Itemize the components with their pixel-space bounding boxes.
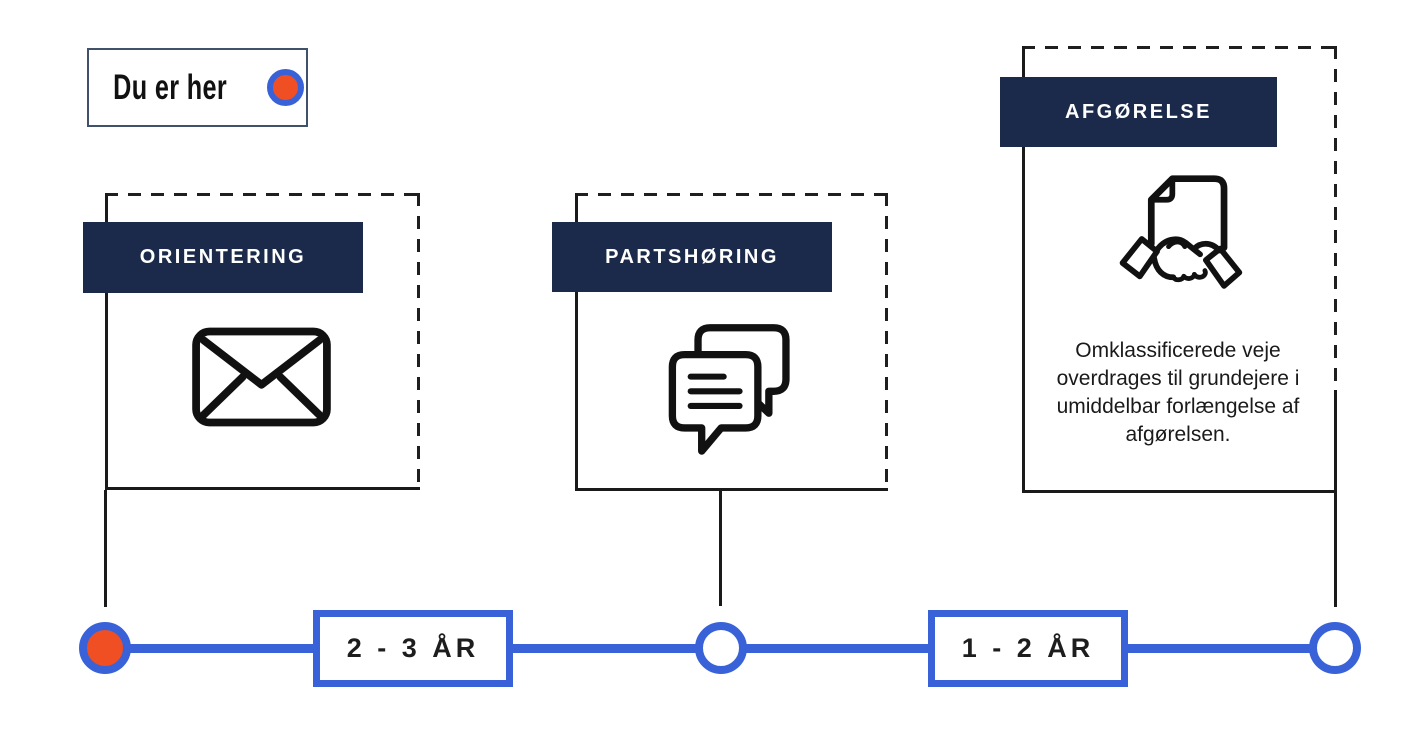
stage3-header: AFGØRELSE bbox=[1000, 77, 1277, 147]
stage3-title: AFGØRELSE bbox=[1065, 100, 1212, 123]
stage2-border-right bbox=[885, 193, 888, 488]
duration-1-text: 2 - 3 ÅR bbox=[346, 633, 480, 663]
stage1-border-bottom bbox=[105, 487, 420, 490]
stage1-title: ORIENTERING bbox=[139, 246, 307, 268]
stage3-description: Omklassificerede veje overdrages til gru… bbox=[1056, 339, 1300, 447]
stage3-border-right bbox=[1334, 46, 1337, 390]
you-are-here-dot bbox=[267, 69, 305, 106]
stage2-header: PARTSHØRING bbox=[552, 222, 832, 292]
duration-label-1: 2 - 3 ÅR bbox=[313, 610, 513, 687]
timeline-node-afgoerelse bbox=[1309, 622, 1361, 674]
timeline-node-partshoering bbox=[695, 622, 747, 674]
stage2-border-bottom bbox=[575, 488, 888, 491]
legend-label: Du er her bbox=[113, 67, 227, 107]
stage2-connector-line bbox=[719, 491, 722, 606]
stage3-connector-line bbox=[1334, 390, 1337, 607]
stage1-connector-line bbox=[104, 490, 107, 607]
stage1-border-top bbox=[105, 193, 422, 196]
stage1-border-right bbox=[417, 193, 420, 487]
duration-label-2: 1 - 2 ÅR bbox=[928, 610, 1128, 687]
stage2-border-left bbox=[575, 193, 578, 491]
duration-2-text: 1 - 2 ÅR bbox=[961, 633, 1095, 663]
handshake-document-icon bbox=[1113, 163, 1247, 315]
stage1-border-left bbox=[105, 193, 108, 490]
timeline-node-current bbox=[79, 622, 131, 674]
stage3-border-top bbox=[1022, 46, 1338, 49]
stage3-border-bottom bbox=[1022, 490, 1337, 493]
stage1-header: ORIENTERING bbox=[83, 222, 363, 293]
legend-box: Du er her bbox=[87, 48, 308, 127]
stage2-title: PARTSHØRING bbox=[605, 245, 779, 268]
chat-bubbles-icon bbox=[660, 318, 802, 456]
stage3-border-left bbox=[1022, 46, 1025, 493]
envelope-icon bbox=[190, 326, 333, 428]
stage2-border-top bbox=[575, 193, 891, 196]
